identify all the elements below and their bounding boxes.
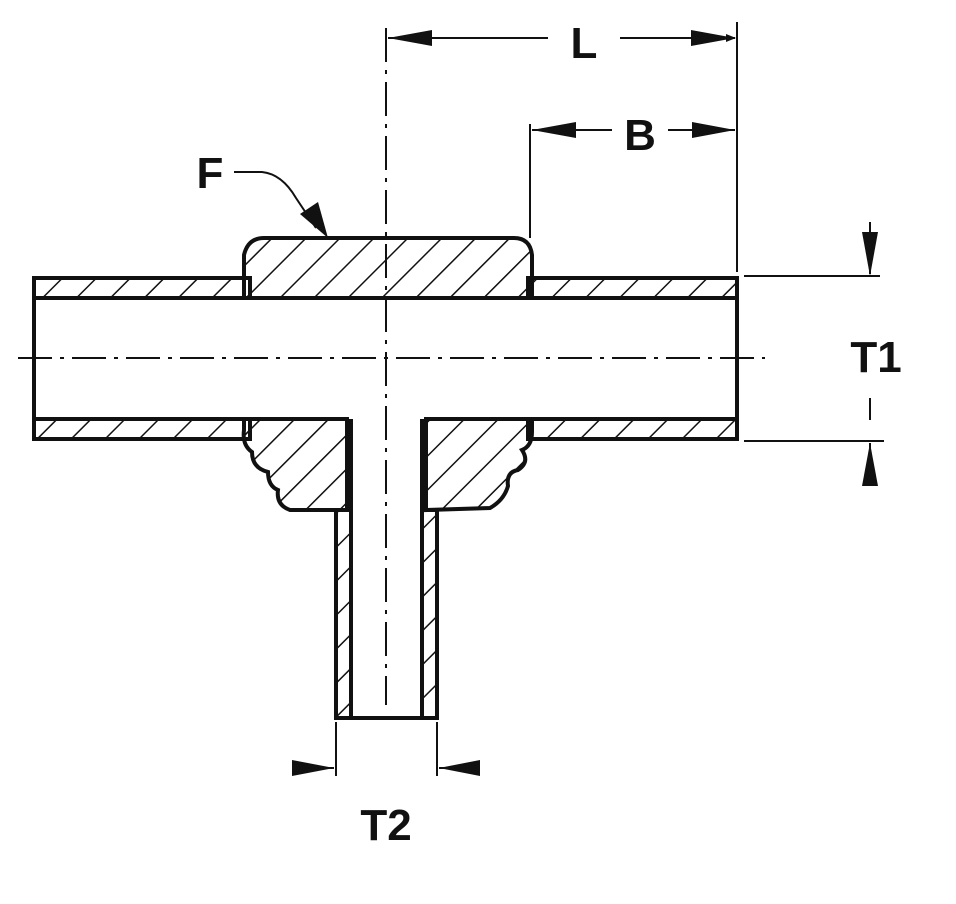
run-top-wall-right — [526, 276, 739, 300]
run-top-wall-left — [32, 276, 252, 300]
dimension-T2-label: T2 — [360, 801, 411, 850]
branch-boss-left — [241, 417, 349, 512]
run-bottom-wall-right — [526, 417, 739, 441]
flange-label: F — [197, 149, 224, 198]
dimension-L — [388, 22, 738, 272]
B-arrow-left — [532, 122, 576, 138]
T1-arrow-top — [862, 232, 878, 276]
B-arrow-right — [692, 122, 735, 138]
flange-leader — [234, 171, 317, 229]
dimension-B-label: B — [624, 111, 656, 160]
flange-leader-arrow — [300, 202, 328, 238]
T2-arrow-left — [292, 760, 334, 776]
T1-arrow-bottom — [862, 443, 878, 486]
branch-wall-right — [420, 508, 439, 720]
center-lines — [18, 28, 765, 705]
flange-block — [242, 236, 534, 300]
dimension-L-label: L — [571, 19, 598, 68]
run-bottom-wall-left — [32, 417, 252, 441]
branch-wall-left — [334, 508, 353, 720]
dimension-T1-label: T1 — [850, 333, 901, 382]
L-arrow-right — [691, 30, 735, 46]
branch-boss-right — [424, 417, 534, 513]
T2-arrow-right — [439, 760, 480, 776]
L-arrow-left — [388, 30, 432, 46]
